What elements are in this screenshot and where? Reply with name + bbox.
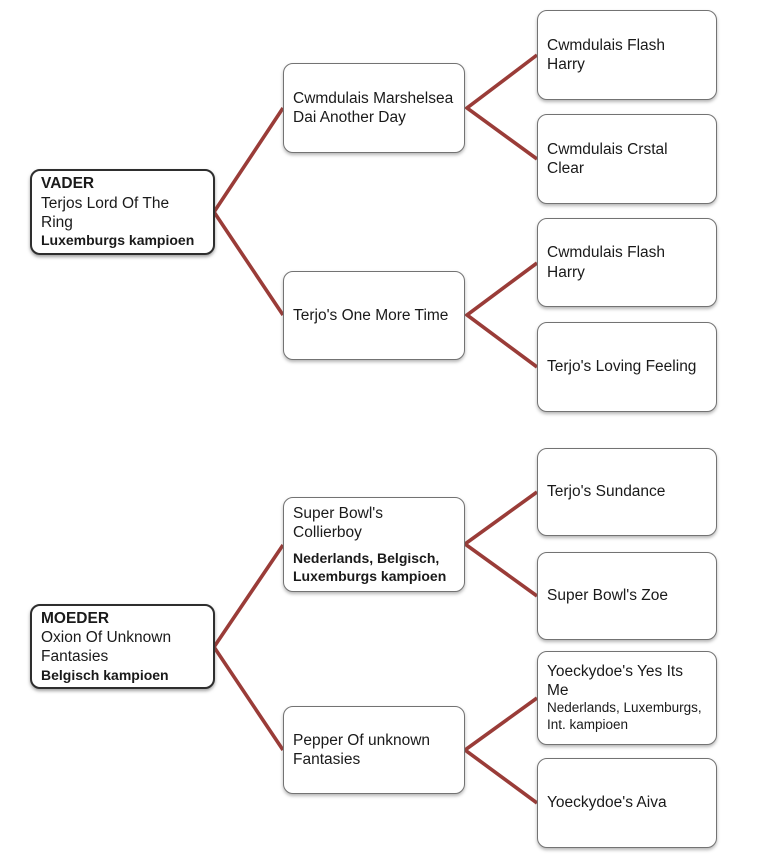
node-mother-dam-dam: Yoeckydoe's Aiva [537,758,717,848]
father-branch-line [211,107,285,317]
node-mother-sire: Super Bowl's Collierboy Nederlands, Belg… [283,497,465,592]
mother-role-label: MOEDER [41,609,110,627]
father-sire-sire-name: Cwmdulais Flash Harry [547,36,666,73]
node-mother-sire-dam: Super Bowl's Zoe [537,552,717,640]
mother-titles: Belgisch kampioen [41,666,169,683]
father-sire-dam-name: Cwmdulais Crstal Clear [547,140,668,177]
mother-name: Oxion Of Unknown Fantasies [41,629,172,666]
father-dam-name: Terjo's One More Time [293,306,449,324]
node-mother-dam: Pepper Of unknown Fantasies [283,706,465,794]
node-father-dam: Terjo's One More Time [283,271,465,360]
mother-dam-sire-name: Yoeckydoe's Yes Its Me [547,662,683,700]
mother-dam-sire-titles: Nederlands, Luxemburgs, Int. kampioen [547,700,702,733]
father-role-label: VADER [41,175,95,193]
node-father-dam-dam: Terjo's Loving Feeling [537,322,717,412]
mother-sire-name: Super Bowl's Collierboy [293,504,383,541]
node-mother: MOEDER Oxion Of Unknown Fantasies Belgis… [30,604,215,689]
mother-sire-branch-line [461,490,539,598]
father-sire-branch-line [463,53,539,161]
node-father: VADER Terjos Lord Of The Ring Luxemburgs… [30,169,215,255]
node-father-dam-sire: Cwmdulais Flash Harry [537,218,717,307]
node-father-sire-dam: Cwmdulais Crstal Clear [537,114,717,204]
node-mother-sire-sire: Terjo's Sundance [537,448,717,536]
father-sire-name: Cwmdulais Marshelsea Dai Another Day [293,89,454,126]
node-father-sire-sire: Cwmdulais Flash Harry [537,10,717,100]
mother-branch-line [211,543,285,752]
mother-sire-titles: Nederlands, Belgisch, Luxemburgs kampioe… [293,550,447,584]
mother-dam-name: Pepper Of unknown Fantasies [293,731,431,768]
father-name: Terjos Lord Of The Ring [41,194,170,231]
mother-dam-branch-line [461,696,539,805]
node-father-sire: Cwmdulais Marshelsea Dai Another Day [283,63,465,153]
father-dam-branch-line [463,261,539,369]
father-titles: Luxemburgs kampioen [41,232,195,249]
father-dam-sire-name: Cwmdulais Flash Harry [547,244,666,281]
mother-sire-sire-name: Terjo's Sundance [547,483,666,501]
node-mother-dam-sire: Yoeckydoe's Yes Its Me Nederlands, Luxem… [537,651,717,745]
mother-dam-dam-name: Yoeckydoe's Aiva [547,794,667,812]
father-dam-dam-name: Terjo's Loving Feeling [547,358,697,376]
mother-sire-dam-name: Super Bowl's Zoe [547,587,668,605]
